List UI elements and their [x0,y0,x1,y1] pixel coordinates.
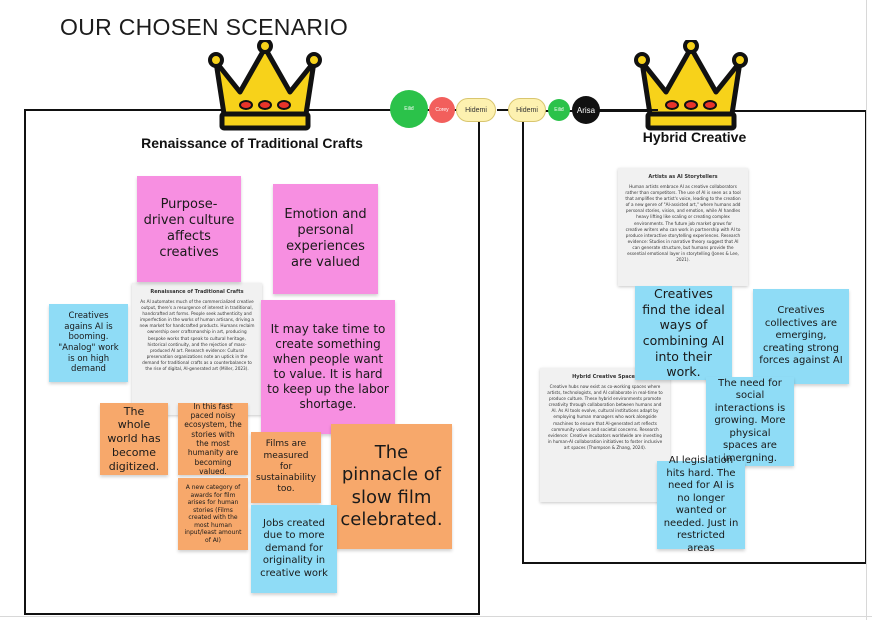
vote-avatar-label: Hidemi [465,106,487,114]
vote-avatar[interactable]: Eiliđ [390,90,428,128]
scenario-document-title: Hybrid Creative Spaces [572,374,638,380]
board-title: OUR CHOSEN SCENARIO [60,14,349,40]
sticky-note[interactable]: It may take time to create something whe… [261,300,395,434]
scenario-document-body: Human artists embrace AI as creative col… [625,184,741,263]
vote-avatar-label: Eiliđ [554,107,564,113]
vote-avatar-label: Eiliđ [404,106,414,112]
scenario-document-title: Renaissance of Traditional Crafts [150,289,244,295]
sticky-note[interactable]: In this fast paced noisy ecosystem, the … [178,402,248,476]
crown-icon [634,40,748,131]
sticky-note[interactable]: Creatives find the ideal ways of combini… [635,286,732,380]
frame-title-renaissance: Renaissance of Traditional Crafts [141,135,363,151]
vote-avatar-label: Corey [435,107,449,113]
canvas-edge [0,616,872,617]
sticky-note[interactable]: Emotion and personal experiences are val… [273,184,378,294]
scenario-document[interactable]: Artists as AI Storytellers Human artists… [618,168,748,286]
sticky-note[interactable]: Purpose-driven culture affects creatives [137,176,241,282]
scenario-document-title: Artists as AI Storytellers [648,174,718,180]
sticky-note[interactable]: Films are measured for sustainability to… [251,432,321,503]
vote-avatar[interactable]: Arisa [572,96,600,124]
vote-avatar[interactable]: Hidemi [456,98,496,122]
vote-avatar-label: Hidemi [516,106,538,114]
vote-avatar-label: Arisa [576,105,596,115]
sticky-note[interactable]: The pinnacle of slow film celebrated. [331,424,452,549]
scenario-document[interactable]: Renaissance of Traditional Crafts As AI … [132,283,262,415]
scenario-document[interactable]: Hybrid Creative Spaces Creative hubs now… [540,368,670,502]
sticky-note[interactable]: Creatives agains AI is booming. "Analog"… [49,304,128,382]
sticky-note[interactable]: Creatives collectives are emerging, crea… [753,289,849,384]
sticky-note[interactable]: AI legislation hits hard. The need for A… [657,455,745,554]
sticky-note[interactable]: The need for social interactions is grow… [706,377,794,466]
sticky-note[interactable]: The whole world has become digitized. [100,403,168,475]
scenario-document-body: Creative hubs now exist as co-working sp… [547,384,663,450]
scenario-document-body: As AI automates much of the commercializ… [139,299,255,372]
frame-title-hybrid: Hybrid Creative [642,129,747,145]
connector-line [360,109,390,111]
crown-icon [208,40,322,131]
vote-avatar[interactable]: Corey [429,97,455,123]
connector-line [497,109,509,111]
sticky-note[interactable]: Jobs created due to more demand for orig… [251,505,337,593]
vote-avatar[interactable]: Eiliđ [548,99,570,121]
sticky-note[interactable]: A new category of awards for film arises… [178,478,248,550]
vote-avatar[interactable]: Hidemi [508,98,546,122]
canvas-edge [866,0,867,620]
connector-line [598,109,658,111]
